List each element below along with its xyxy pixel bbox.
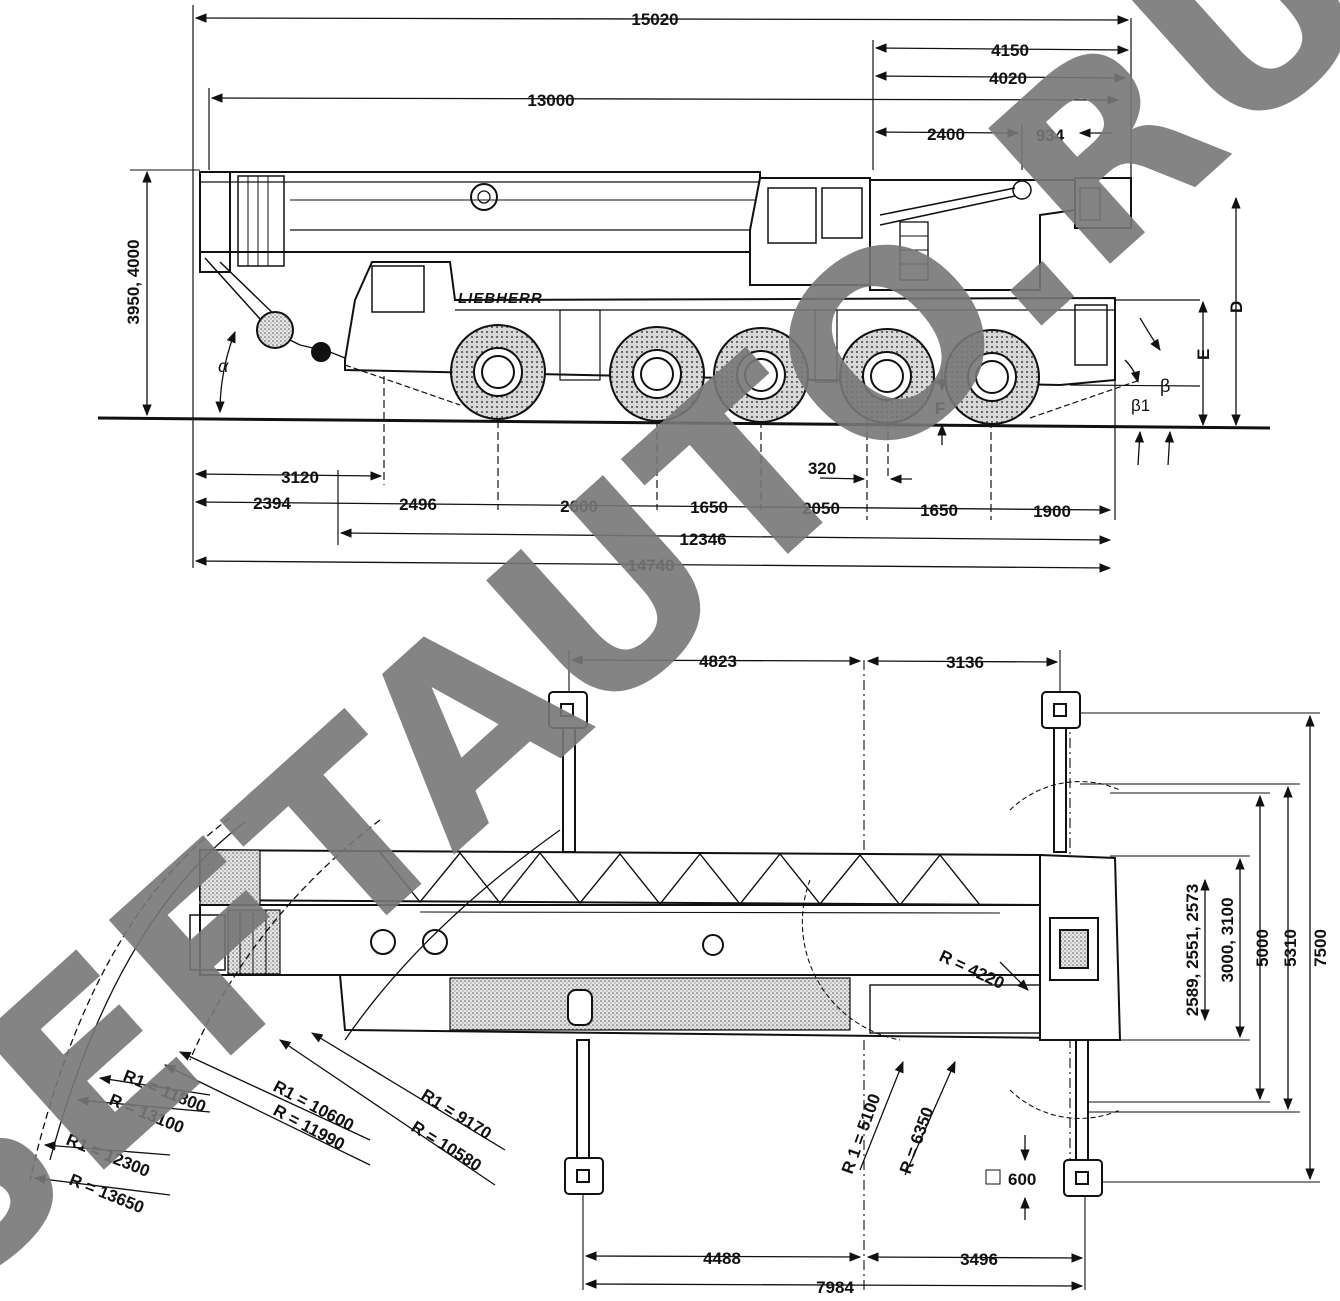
dim-axle-2-3: 2600 xyxy=(560,497,598,516)
dim-outrigger-rear: 3136 xyxy=(946,653,984,672)
label-e: E xyxy=(1194,349,1213,360)
top-view xyxy=(29,650,1320,1291)
radius-label-r1-5100: R 1 = 5100 xyxy=(838,1091,884,1176)
dim-support-rear: 3496 xyxy=(960,1250,998,1269)
dim-rear-overhang: 4150 xyxy=(991,41,1029,60)
outriggers xyxy=(548,691,1103,1197)
dim-outrigger-front: 4823 xyxy=(699,652,737,671)
dim-slew-offset: 320 xyxy=(808,459,836,478)
dim-boom-to-front: 13000 xyxy=(527,91,574,110)
boom-pivot-top-icon xyxy=(370,929,396,955)
dim-axle-4-5: 2050 xyxy=(802,499,840,518)
dim-counterweight: 934 xyxy=(1036,126,1065,145)
dim-width-set: 2589, 2551, 2573 xyxy=(1183,884,1202,1016)
dim-cab-offset: 2400 xyxy=(927,125,965,144)
pad-square-icon xyxy=(985,1169,1001,1185)
hook-block-icon xyxy=(256,311,294,349)
dim-support-5000: 5000 xyxy=(1253,929,1272,967)
dim-axle-5-6: 1650 xyxy=(920,501,958,520)
dim-support-7500: 7500 xyxy=(1311,929,1330,967)
label-d: D xyxy=(1227,301,1246,313)
boom-top xyxy=(199,904,1061,976)
dim-axle-3-4: 1650 xyxy=(690,498,728,517)
boom-pivot-icon xyxy=(470,183,498,211)
cab-brand-logo: LIEBHERR xyxy=(458,290,543,307)
angle-beta: β xyxy=(1160,376,1170,396)
ground-line xyxy=(97,416,1271,430)
dim-front-overhang: 2394 xyxy=(253,494,291,513)
dim-axle-1-2: 2496 xyxy=(399,495,437,514)
dim-support-front: 4488 xyxy=(703,1249,741,1268)
driver-cab-window xyxy=(371,265,425,313)
wheels xyxy=(450,324,1040,425)
angle-alpha: α xyxy=(218,356,229,376)
side-view xyxy=(97,5,1271,573)
dim-height: 3950, 4000 xyxy=(124,239,143,324)
dim-pad-size: 600 xyxy=(1008,1170,1036,1189)
label-f: F xyxy=(935,399,945,418)
dim-rear-overhang-2: 4020 xyxy=(989,69,1027,88)
radius-label-r-6350: R = 6350 xyxy=(896,1105,938,1177)
dim-overall-length: 14740 xyxy=(627,556,674,575)
counterweight xyxy=(1074,177,1132,229)
dim-front-to-cab: 3120 xyxy=(281,468,319,487)
dim-rear-overhang-bottom: 1900 xyxy=(1033,502,1071,521)
dim-support-total: 7984 xyxy=(816,1278,854,1296)
dim-total-length: 15020 xyxy=(631,10,678,29)
dim-wheelbase: 12346 xyxy=(679,530,726,549)
radius-arcs xyxy=(29,817,561,1181)
side-view-labels: 15020 4150 4020 13000 2400 934 3950, 400… xyxy=(124,10,1246,575)
radius-leaders xyxy=(33,961,1029,1196)
angle-beta1: β1 xyxy=(1131,396,1150,415)
dim-support-5310: 5310 xyxy=(1281,929,1300,967)
dim-width-set-2: 3000, 3100 xyxy=(1218,897,1237,982)
